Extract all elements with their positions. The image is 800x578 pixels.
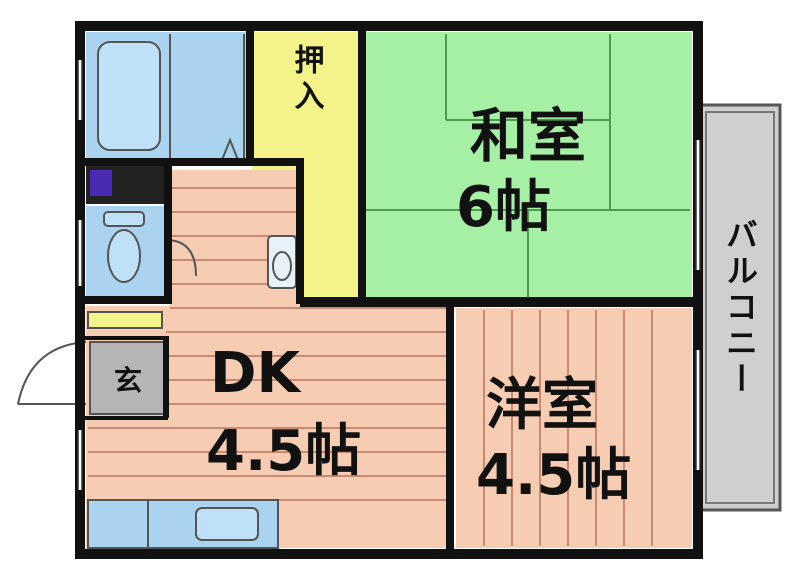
bathroom (86, 32, 246, 161)
washitsu-size-label: 6帖 (456, 175, 551, 240)
washer-icon (90, 170, 112, 196)
genkan-entry (17, 341, 165, 415)
toilet-room (86, 206, 197, 296)
windows (78, 60, 700, 490)
balcony (698, 103, 782, 512)
washitsu-room (362, 32, 692, 300)
oshiire-label: 押入 (289, 44, 325, 116)
entry-door-swing (17, 341, 87, 405)
balcony-label: バルコニー (721, 218, 759, 398)
sink-icon (195, 507, 259, 541)
dk-room (86, 170, 446, 548)
toilet-icon (107, 229, 141, 283)
kitchen-counter (87, 499, 279, 549)
washitsu-name-label: 和室 (470, 102, 586, 170)
dk-name-label: DK (210, 341, 302, 406)
dk-size-label: 4.5帖 (206, 419, 361, 484)
walls (75, 21, 703, 559)
shoe-box (87, 311, 163, 329)
youshitsu-room (456, 308, 692, 548)
youshitsu-name-label: 洋室 (486, 373, 598, 438)
genkan-label: 玄 (114, 364, 142, 397)
youshitsu-size-label: 4.5帖 (476, 443, 631, 508)
